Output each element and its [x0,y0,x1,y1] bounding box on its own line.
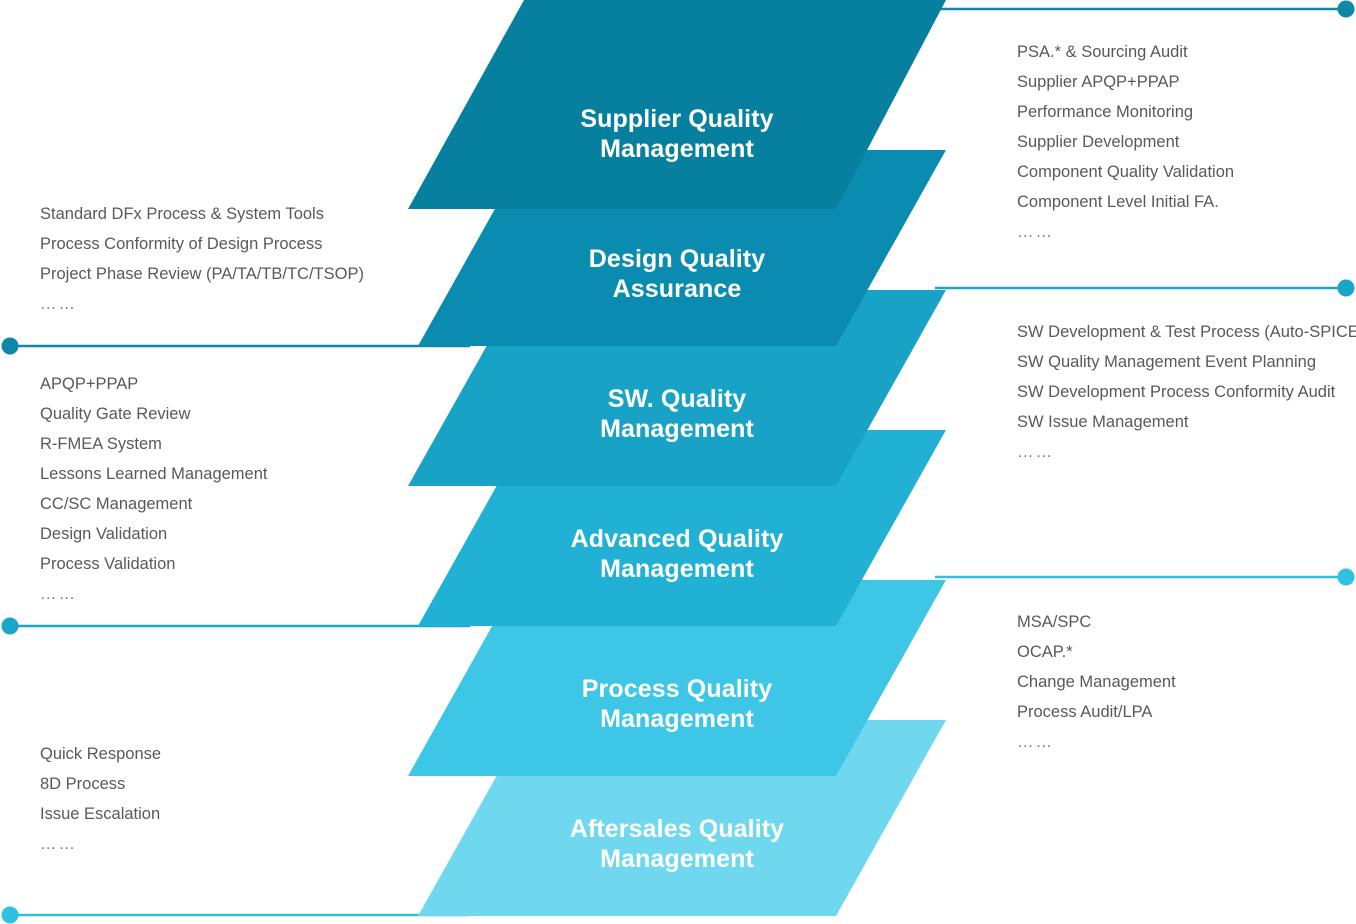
band-shape-supplier-quality-management [408,0,946,209]
connector-lines [10,7,1346,917]
callout-item: SW Development & Test Process (Auto-SPIC… [1017,323,1356,341]
callout-item: OCAP.* [1017,643,1073,661]
callout-item: Supplier APQP+PPAP [1017,73,1180,91]
callout-list-right-mid: SW Development & Test Process (Auto-SPIC… [1017,317,1356,467]
callout-item: MSA/SPC [1017,613,1092,631]
callout-item: Project Phase Review (PA/TA/TB/TC/TSOP) [40,265,364,283]
callout-item: Lessons Learned Management [40,465,268,483]
callout-item: R-FMEA System [40,435,162,453]
connector-dot-left-mid [1,617,19,635]
callout-item: Quality Gate Review [40,405,191,423]
callout-item: SW Development Process Conformity Audit [1017,383,1336,401]
callout-item: …… [1017,223,1054,241]
callout-item: Process Audit/LPA [1017,703,1153,721]
connector-dot-right-low [1337,568,1355,586]
callout-item: CC/SC Management [40,495,193,513]
connector-dot-left-top [1,337,19,355]
callout-item: …… [40,835,77,853]
callout-item: Supplier Development [1017,133,1180,151]
callout-item: Process Conformity of Design Process [40,235,323,253]
callout-item: Process Validation [40,555,176,573]
band-label-advanced-quality-management[interactable]: Advanced Quality Management [570,525,784,583]
callout-item: Component Quality Validation [1017,163,1235,181]
callout-item: …… [1017,733,1054,751]
callout-item: Change Management [1017,673,1176,691]
band-label-process-quality-management[interactable]: Process Quality Management [581,675,773,733]
band-shapes [408,0,946,916]
callout-item: …… [1017,443,1054,461]
callout-item: Component Level Initial FA. [1017,193,1219,211]
band-label-aftersales-quality-management[interactable]: Aftersales Quality Management [569,815,785,873]
callout-item: Quick Response [40,745,162,763]
callout-item: SW Issue Management [1017,413,1189,431]
connector-dot-right-mid [1337,279,1355,297]
band-label-supplier-quality-management[interactable]: Supplier Quality Management [580,105,774,163]
callout-item: APQP+PPAP [40,375,139,393]
band-label-sw-quality-management[interactable]: SW. Quality Management [600,385,754,443]
callout-item: PSA.* & Sourcing Audit [1017,43,1188,61]
callout-item: Performance Monitoring [1017,103,1194,121]
band-shape-process-quality-management [408,580,946,776]
callout-item: 8D Process [40,775,126,793]
connector-dot-right-top [1337,0,1355,18]
callout-item: …… [40,295,77,313]
band-label-design-quality-assurance[interactable]: Design Quality Assurance [588,245,766,303]
callout-item: SW Quality Management Event Planning [1017,353,1316,371]
connector-dot-left-low [1,906,19,924]
callout-item: Issue Escalation [40,805,161,823]
callout-item: …… [40,585,77,603]
callout-item: Standard DFx Process & System Tools [40,205,324,223]
callout-item: Design Validation [40,525,168,543]
